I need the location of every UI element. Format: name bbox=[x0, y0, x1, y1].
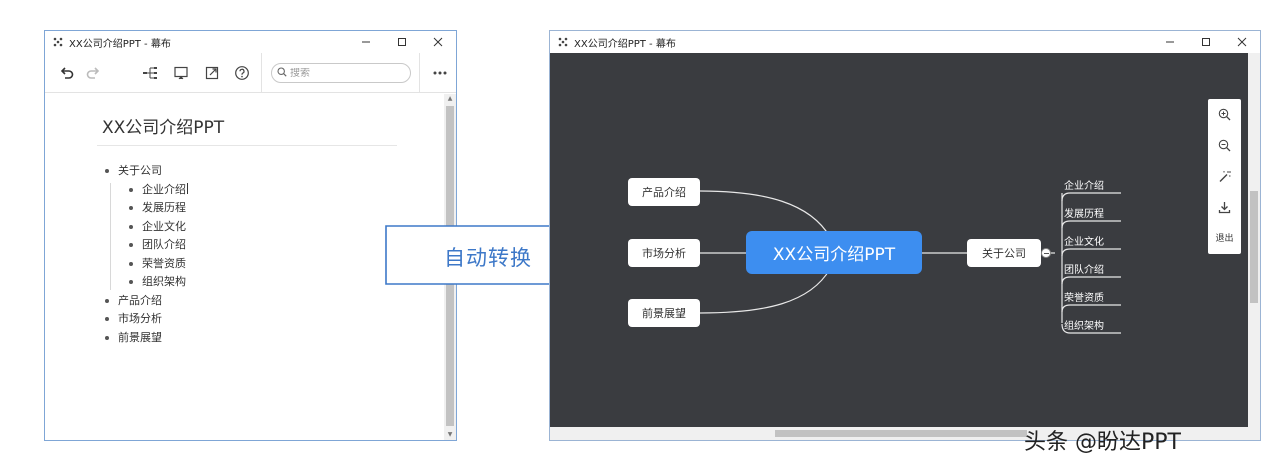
mindmap-node-about[interactable]: 关于公司 bbox=[967, 239, 1041, 267]
outline-list: 关于公司 企业介绍 发展历程 企业文化 团队介绍 荣誉资质 组织架构 产品介绍 … bbox=[103, 162, 188, 347]
minimize-button[interactable] bbox=[348, 31, 384, 53]
outline-item[interactable]: 发展历程 bbox=[127, 199, 188, 218]
bullet-dot[interactable] bbox=[129, 261, 133, 266]
mindmap-node-product[interactable]: 产品介绍 bbox=[628, 178, 700, 206]
zoom-out-icon[interactable] bbox=[1216, 137, 1233, 154]
outline-item[interactable]: 组织架构 bbox=[127, 273, 188, 292]
outline-item[interactable]: 荣誉资质 bbox=[127, 255, 188, 274]
download-icon[interactable] bbox=[1216, 199, 1233, 216]
app-logo-icon bbox=[53, 37, 63, 47]
bullet-dot[interactable] bbox=[105, 298, 109, 303]
mindmap-window: XX公司介绍PPT - 幕布 产品介绍 市场分析 前景展望 XX公司介绍PPT … bbox=[549, 30, 1261, 441]
title-divider bbox=[97, 145, 397, 146]
mindmap-side-panel: 退出 bbox=[1208, 99, 1241, 254]
redo-icon[interactable] bbox=[83, 63, 103, 83]
outline-item[interactable]: 团队介绍 bbox=[127, 236, 188, 255]
title-bar: XX公司介绍PPT - 幕布 bbox=[45, 31, 456, 53]
present-icon[interactable] bbox=[171, 63, 191, 83]
outline-item[interactable]: 关于公司 bbox=[103, 162, 188, 181]
mindmap-leaf[interactable]: 荣誉资质 bbox=[1064, 293, 1104, 304]
maximize-button[interactable] bbox=[384, 31, 420, 53]
mindmap-canvas[interactable]: 产品介绍 市场分析 前景展望 XX公司介绍PPT 关于公司 企业介绍 发展历程 … bbox=[550, 53, 1250, 429]
search-icon bbox=[277, 66, 287, 80]
outline-document: XX公司介绍PPT 关于公司 企业介绍 发展历程 企业文化 团队介绍 荣誉资质 … bbox=[45, 94, 445, 440]
watermark-text: 头条 @盼达PPT bbox=[1024, 430, 1181, 455]
scroll-up-arrow-icon[interactable]: ▲ bbox=[447, 95, 453, 102]
bullet-dot[interactable] bbox=[105, 317, 109, 321]
undo-icon[interactable] bbox=[57, 63, 77, 83]
more-options-icon[interactable] bbox=[430, 63, 450, 83]
scroll-down-arrow-icon[interactable]: ▼ bbox=[447, 431, 453, 438]
outline-item[interactable]: 市场分析 bbox=[103, 310, 188, 329]
text-caret bbox=[187, 182, 188, 194]
collapse-toggle-icon[interactable] bbox=[1041, 248, 1051, 258]
zoom-in-icon[interactable] bbox=[1216, 106, 1233, 123]
arrow-label: 自动转换 bbox=[444, 246, 532, 270]
window-title: XX公司介绍PPT - 幕布 bbox=[574, 38, 676, 50]
help-icon[interactable] bbox=[232, 63, 252, 83]
outline-item[interactable]: 产品介绍 bbox=[103, 292, 188, 311]
mindmap-leaf[interactable]: 发展历程 bbox=[1064, 209, 1104, 220]
outline-item[interactable]: 企业介绍 bbox=[127, 181, 188, 200]
outline-item[interactable]: 前景展望 bbox=[103, 329, 188, 348]
scrollbar-thumb[interactable] bbox=[1250, 191, 1258, 303]
mindmap-node-market[interactable]: 市场分析 bbox=[628, 239, 700, 267]
mindmap-leaf[interactable]: 企业文化 bbox=[1064, 237, 1104, 248]
close-button[interactable] bbox=[420, 31, 456, 53]
toolbar-divider bbox=[261, 53, 262, 93]
mindmap-leaf[interactable]: 组织架构 bbox=[1064, 321, 1104, 332]
mindmap-icon[interactable] bbox=[140, 63, 160, 83]
title-bar: XX公司介绍PPT - 幕布 bbox=[550, 31, 1260, 53]
indent-guide bbox=[110, 182, 111, 290]
mindmap-root-node[interactable]: XX公司介绍PPT bbox=[746, 231, 922, 274]
close-button[interactable] bbox=[1224, 31, 1260, 53]
app-logo-icon bbox=[558, 37, 568, 47]
mindmap-leaf[interactable]: 企业介绍 bbox=[1064, 181, 1104, 192]
bullet-dot[interactable] bbox=[105, 169, 109, 173]
bullet-dot[interactable] bbox=[129, 187, 133, 192]
bullet-dot[interactable] bbox=[129, 224, 133, 229]
minimize-button[interactable] bbox=[1152, 31, 1188, 53]
vertical-scrollbar[interactable] bbox=[1248, 53, 1260, 429]
maximize-button[interactable] bbox=[1188, 31, 1224, 53]
mindmap-node-outlook[interactable]: 前景展望 bbox=[628, 299, 700, 327]
editor-toolbar bbox=[45, 53, 456, 93]
window-title: XX公司介绍PPT - 幕布 bbox=[69, 38, 171, 50]
outline-children: 企业介绍 发展历程 企业文化 团队介绍 荣誉资质 组织架构 bbox=[103, 181, 188, 292]
bullet-dot[interactable] bbox=[105, 335, 109, 340]
search-box[interactable] bbox=[271, 63, 411, 83]
toolbar-divider bbox=[419, 53, 420, 93]
outline-item[interactable]: 企业文化 bbox=[127, 218, 188, 237]
mindmap-leaf[interactable]: 团队介绍 bbox=[1064, 265, 1104, 276]
magic-wand-icon[interactable] bbox=[1216, 168, 1233, 185]
bullet-dot[interactable] bbox=[129, 243, 133, 247]
exit-button[interactable]: 退出 bbox=[1215, 234, 1234, 244]
export-icon[interactable] bbox=[202, 63, 222, 83]
scrollbar-thumb[interactable] bbox=[775, 430, 1027, 437]
bullet-dot[interactable] bbox=[129, 206, 133, 210]
mindmap-connectors bbox=[692, 190, 1121, 334]
document-title[interactable]: XX公司介绍PPT bbox=[102, 118, 225, 138]
bullet-dot[interactable] bbox=[129, 280, 133, 284]
search-input[interactable] bbox=[290, 67, 400, 79]
horizontal-scrollbar[interactable] bbox=[550, 427, 1260, 440]
